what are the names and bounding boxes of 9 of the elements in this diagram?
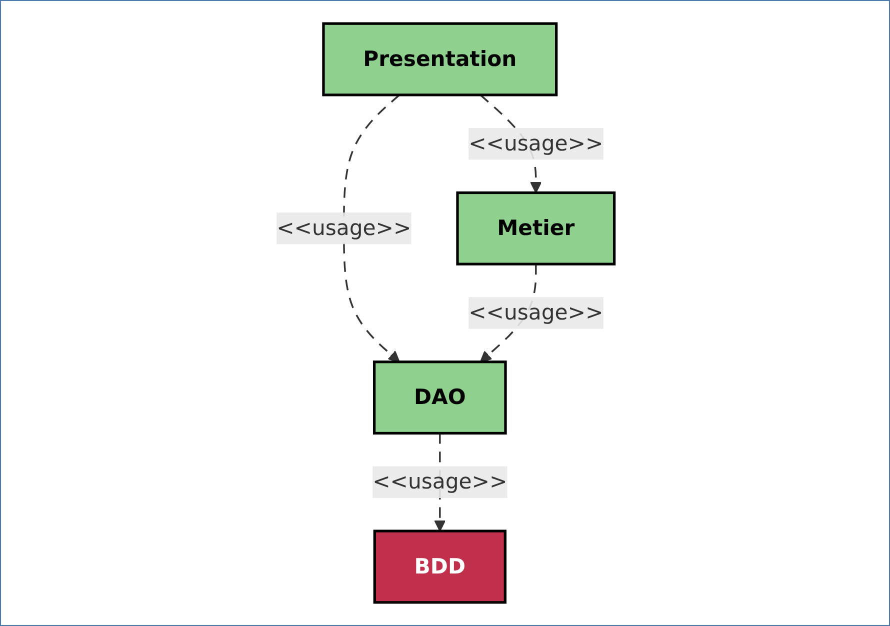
node-box: BDD <box>372 530 506 604</box>
node-box: Metier <box>456 191 616 266</box>
edge-label: <<usage>> <box>372 468 507 494</box>
edge-label: <<usage>> <box>276 215 411 240</box>
arrow <box>342 94 400 362</box>
node-box: DAO <box>372 360 506 435</box>
edge-label: <<usage>> <box>468 300 603 325</box>
node-box: Presentation <box>322 22 558 96</box>
edge-label: <<usage>> <box>468 130 603 156</box>
